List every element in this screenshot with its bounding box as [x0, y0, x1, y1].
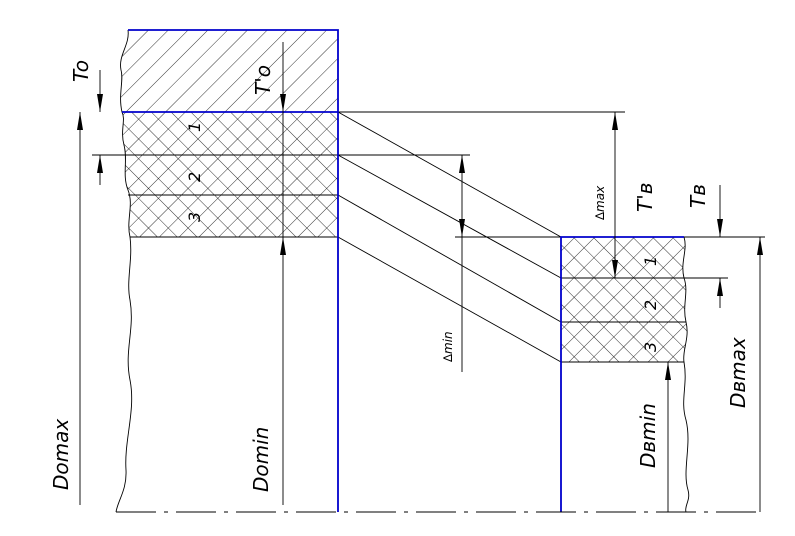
label-tv-prime: T'в — [633, 182, 657, 212]
label-delta-min: ∆min — [441, 331, 455, 363]
zone-label-2: 2 — [185, 172, 204, 182]
connector-4 — [337, 236, 562, 363]
shaft-zone-label-2: 2 — [641, 300, 660, 310]
label-domax: Dоmax — [49, 419, 73, 490]
label-domin: Dоmin — [249, 427, 273, 492]
label-dvmin: Dвmin — [636, 403, 660, 468]
hole-tolerance-zone-initial — [120, 30, 338, 112]
label-delta-max: ∆max — [593, 185, 607, 221]
connector-2 — [337, 154, 562, 279]
shaft-outline — [560, 236, 684, 512]
connector-3 — [337, 194, 562, 323]
hole-outline — [128, 29, 339, 512]
hole-break-line — [115, 29, 133, 513]
shaft-zone-label-1: 1 — [641, 256, 660, 266]
label-to-prime: T'o — [251, 65, 275, 95]
label-tv: Tв — [686, 184, 710, 208]
zone-label-1: 1 — [185, 122, 204, 132]
label-to: To — [69, 60, 93, 82]
label-dvmax: Dвmax — [726, 337, 750, 408]
zone-label-3: 3 — [185, 212, 204, 222]
hole-tolerance-zone-cross — [122, 112, 338, 237]
shaft-tolerance-zone-cross — [561, 237, 688, 362]
connector-1 — [337, 111, 562, 238]
shaft-zone-label-3: 3 — [641, 342, 660, 352]
